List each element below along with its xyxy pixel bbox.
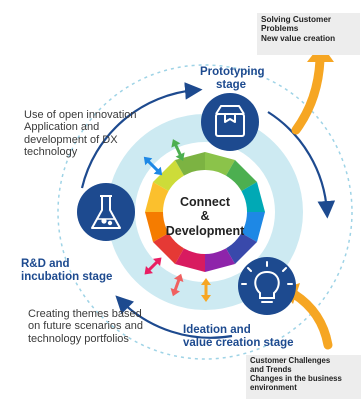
open-innovation-line2: Application and	[24, 121, 100, 134]
octagon-segment	[175, 152, 205, 176]
center-title-line1: Connect	[180, 195, 230, 209]
octagon-segment	[241, 212, 265, 242]
open-innovation-line3: development of DX	[24, 133, 118, 146]
package-icon	[215, 105, 245, 137]
cycle-arrow-left	[80, 82, 203, 189]
output-box: Solving Customer Problems New value crea…	[257, 13, 360, 55]
themes-description: Creating themes based on future scenario…	[28, 308, 143, 345]
flask-icon	[91, 195, 121, 229]
double-arrow-teal	[143, 156, 163, 176]
input-line3: Changes in the business	[250, 373, 342, 383]
rd-stage-node	[77, 183, 135, 241]
double-arrow-red	[170, 273, 184, 297]
output-arrow	[291, 55, 325, 135]
octagon-segment	[241, 182, 265, 212]
rd-label-line1: R&D and	[21, 258, 70, 270]
open-innovation-line4: technology	[24, 145, 78, 158]
open-innovation-description: Use of open innovation Application and d…	[24, 109, 137, 158]
octagon-center	[163, 170, 247, 254]
output-line3: New value creation	[261, 33, 336, 43]
lightbulb-icon	[241, 261, 293, 303]
prototyping-label-line1: Prototyping	[200, 66, 265, 78]
double-arrow-green	[171, 139, 185, 161]
cycle-arrow-bottom	[115, 295, 233, 339]
prototyping-label-line2: stage	[215, 78, 247, 91]
center-title-line3: Development	[165, 223, 245, 238]
prototyping-stage-label: Prototyping stage	[200, 66, 265, 92]
input-arrow	[289, 289, 333, 350]
ideation-label-line1: Ideation and	[183, 324, 251, 336]
output-line2: Problems	[261, 24, 299, 34]
cycle-arrow-right	[267, 111, 336, 219]
prototyping-stage-node	[201, 93, 259, 151]
themes-line3: technology portfolios	[28, 332, 129, 345]
ideation-stage-node	[238, 257, 296, 315]
double-arrow-orange	[201, 278, 211, 302]
input-line2: and Trends	[250, 364, 292, 374]
double-arrow-pink	[144, 257, 162, 275]
center-title: Connect & Development	[160, 195, 250, 238]
output-line1: Solving Customer	[261, 15, 332, 24]
input-line4: environment	[250, 382, 297, 392]
themes-line1: Creating themes based	[28, 308, 142, 320]
connect-development-octagon	[145, 152, 265, 272]
open-innovation-line1: Use of open innovation	[24, 109, 137, 121]
themes-line2: on future scenarios and	[28, 320, 143, 333]
center-title-line2: &	[200, 209, 210, 224]
outer-dashed-circle	[57, 64, 353, 360]
octagon-segment	[145, 182, 169, 212]
ideation-label-line2: value creation stage	[183, 336, 294, 349]
input-line1: Customer Challenges	[250, 356, 331, 365]
input-box: Customer Challenges and Trends Changes i…	[246, 355, 361, 399]
rd-stage-label: R&D and incubation stage	[21, 258, 112, 284]
octagon-segment	[145, 212, 169, 242]
rd-label-line2: incubation stage	[21, 270, 113, 283]
octagon-segment	[205, 248, 235, 272]
octagon-segment	[205, 152, 235, 176]
ideation-stage-label: Ideation and value creation stage	[183, 324, 294, 350]
octagon-segment	[175, 248, 205, 272]
